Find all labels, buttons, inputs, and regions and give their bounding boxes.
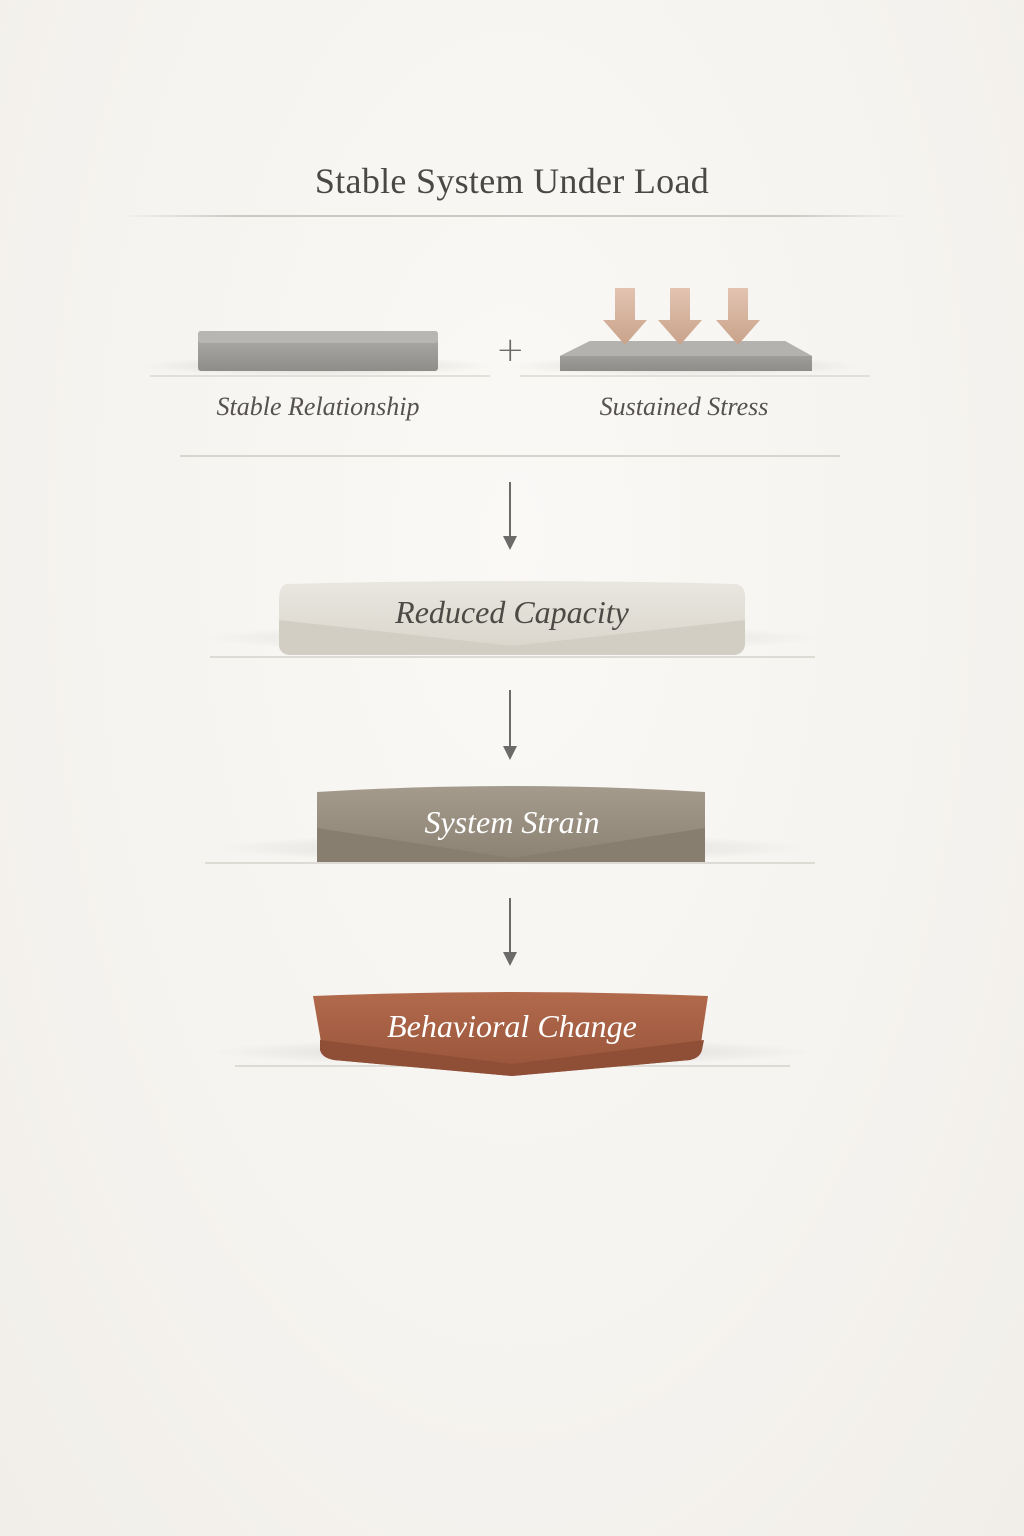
stage-label-system-strain: System Strain [424, 804, 600, 840]
down-arrow-icon [503, 690, 517, 760]
down-arrow-icon [503, 898, 517, 966]
down-arrow-icon [503, 482, 517, 550]
stable-relationship-slab [143, 331, 493, 377]
stage-box-reduced-capacity [202, 581, 822, 658]
stage-label-behavioral-change: Behavioral Change [387, 1008, 637, 1044]
sustained-stress-caption: Sustained Stress [599, 392, 769, 421]
sustained-stress-slab [511, 341, 870, 377]
diagram-title: Stable System Under Load [314, 161, 710, 201]
stress-arrow-icon [603, 288, 760, 345]
plus-operator: + [496, 330, 525, 370]
stage-box-behavioral-change [212, 992, 812, 1076]
stage-box-system-strain [205, 786, 815, 864]
title-divider [120, 215, 910, 217]
stage-label-reduced-capacity: Reduced Capacity [395, 594, 629, 630]
stable-relationship-caption: Stable Relationship [216, 392, 420, 421]
